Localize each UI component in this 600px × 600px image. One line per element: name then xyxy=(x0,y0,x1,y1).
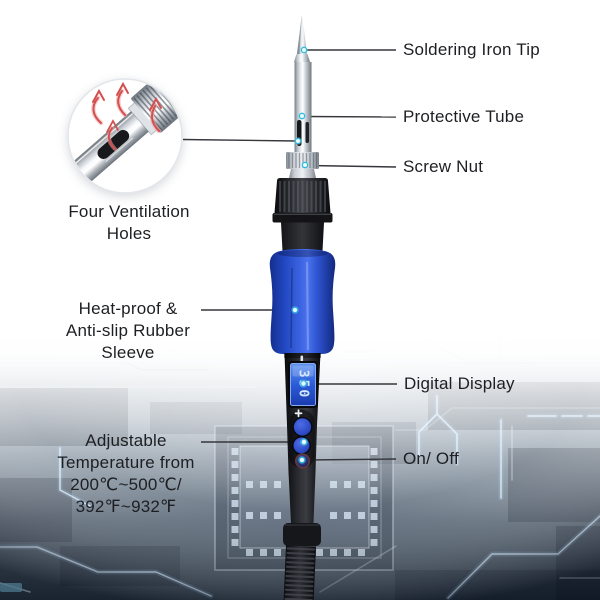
label-four-ventilation-holes: Four Ventilation Holes xyxy=(44,201,214,245)
label-soldering-iron-tip: Soldering Iron Tip xyxy=(403,40,540,59)
cable-strain-relief xyxy=(283,545,316,600)
label-line: Heat-proof & xyxy=(78,299,178,318)
ventilation-inset xyxy=(67,78,183,194)
label-line: Anti-slip Rubber xyxy=(65,321,191,340)
heat-arrow-icon xyxy=(91,88,105,126)
temp-up-button xyxy=(292,417,313,437)
connector-dot xyxy=(294,137,302,145)
leader-line-on-off xyxy=(305,458,397,461)
ventilation-hole xyxy=(305,122,309,143)
label-line: Sleeve xyxy=(101,343,155,362)
connector-dot xyxy=(298,456,306,464)
heat-arrow-icons xyxy=(91,81,162,151)
plus-mark xyxy=(294,409,303,418)
label-line: Four Ventilation xyxy=(68,202,190,221)
knurled-cap xyxy=(272,178,333,223)
indicator-tick xyxy=(300,355,304,363)
leader-line-protective-tube xyxy=(304,115,397,118)
connector-dot xyxy=(299,379,308,388)
connector-dot xyxy=(298,112,306,120)
label-line: Holes xyxy=(106,224,152,243)
connector-dot xyxy=(291,306,299,314)
heat-arrow-icon xyxy=(149,96,162,134)
handle-neck xyxy=(281,222,324,251)
label-protective-tube: Protective Tube xyxy=(403,107,525,126)
connector-dots xyxy=(291,46,309,464)
label-line: Adjustable xyxy=(85,431,167,450)
label-line: 392℉~932℉ xyxy=(75,497,177,516)
connector-dot xyxy=(301,161,309,169)
leader-line-screw-nut xyxy=(308,164,397,168)
leader-line-ventilation xyxy=(182,138,297,142)
handle-body: 350 xyxy=(283,353,321,546)
label-line: 200℃~500℃/ xyxy=(70,475,182,494)
label-digital-display: Digital Display xyxy=(404,374,515,393)
label-line: Temperature from xyxy=(57,453,195,472)
connector-dot xyxy=(299,437,309,447)
leader-lines xyxy=(182,49,397,461)
heat-arrow-icon xyxy=(115,81,129,118)
label-on-off: On/ Off xyxy=(403,449,459,468)
connector-dot xyxy=(300,46,308,54)
screw-nut-part xyxy=(286,152,319,178)
label-adjustable-temperature: Adjustable Temperature from 200℃~500℃/ 3… xyxy=(26,430,226,518)
heat-arrow-icon xyxy=(106,119,119,151)
iron-tip xyxy=(294,13,310,62)
label-screw-nut: Screw Nut xyxy=(403,157,484,176)
rubber-sleeve-part xyxy=(269,249,336,354)
handle-collar xyxy=(283,523,321,546)
label-rubber-sleeve: Heat-proof & Anti-slip Rubber Sleeve xyxy=(38,298,218,364)
